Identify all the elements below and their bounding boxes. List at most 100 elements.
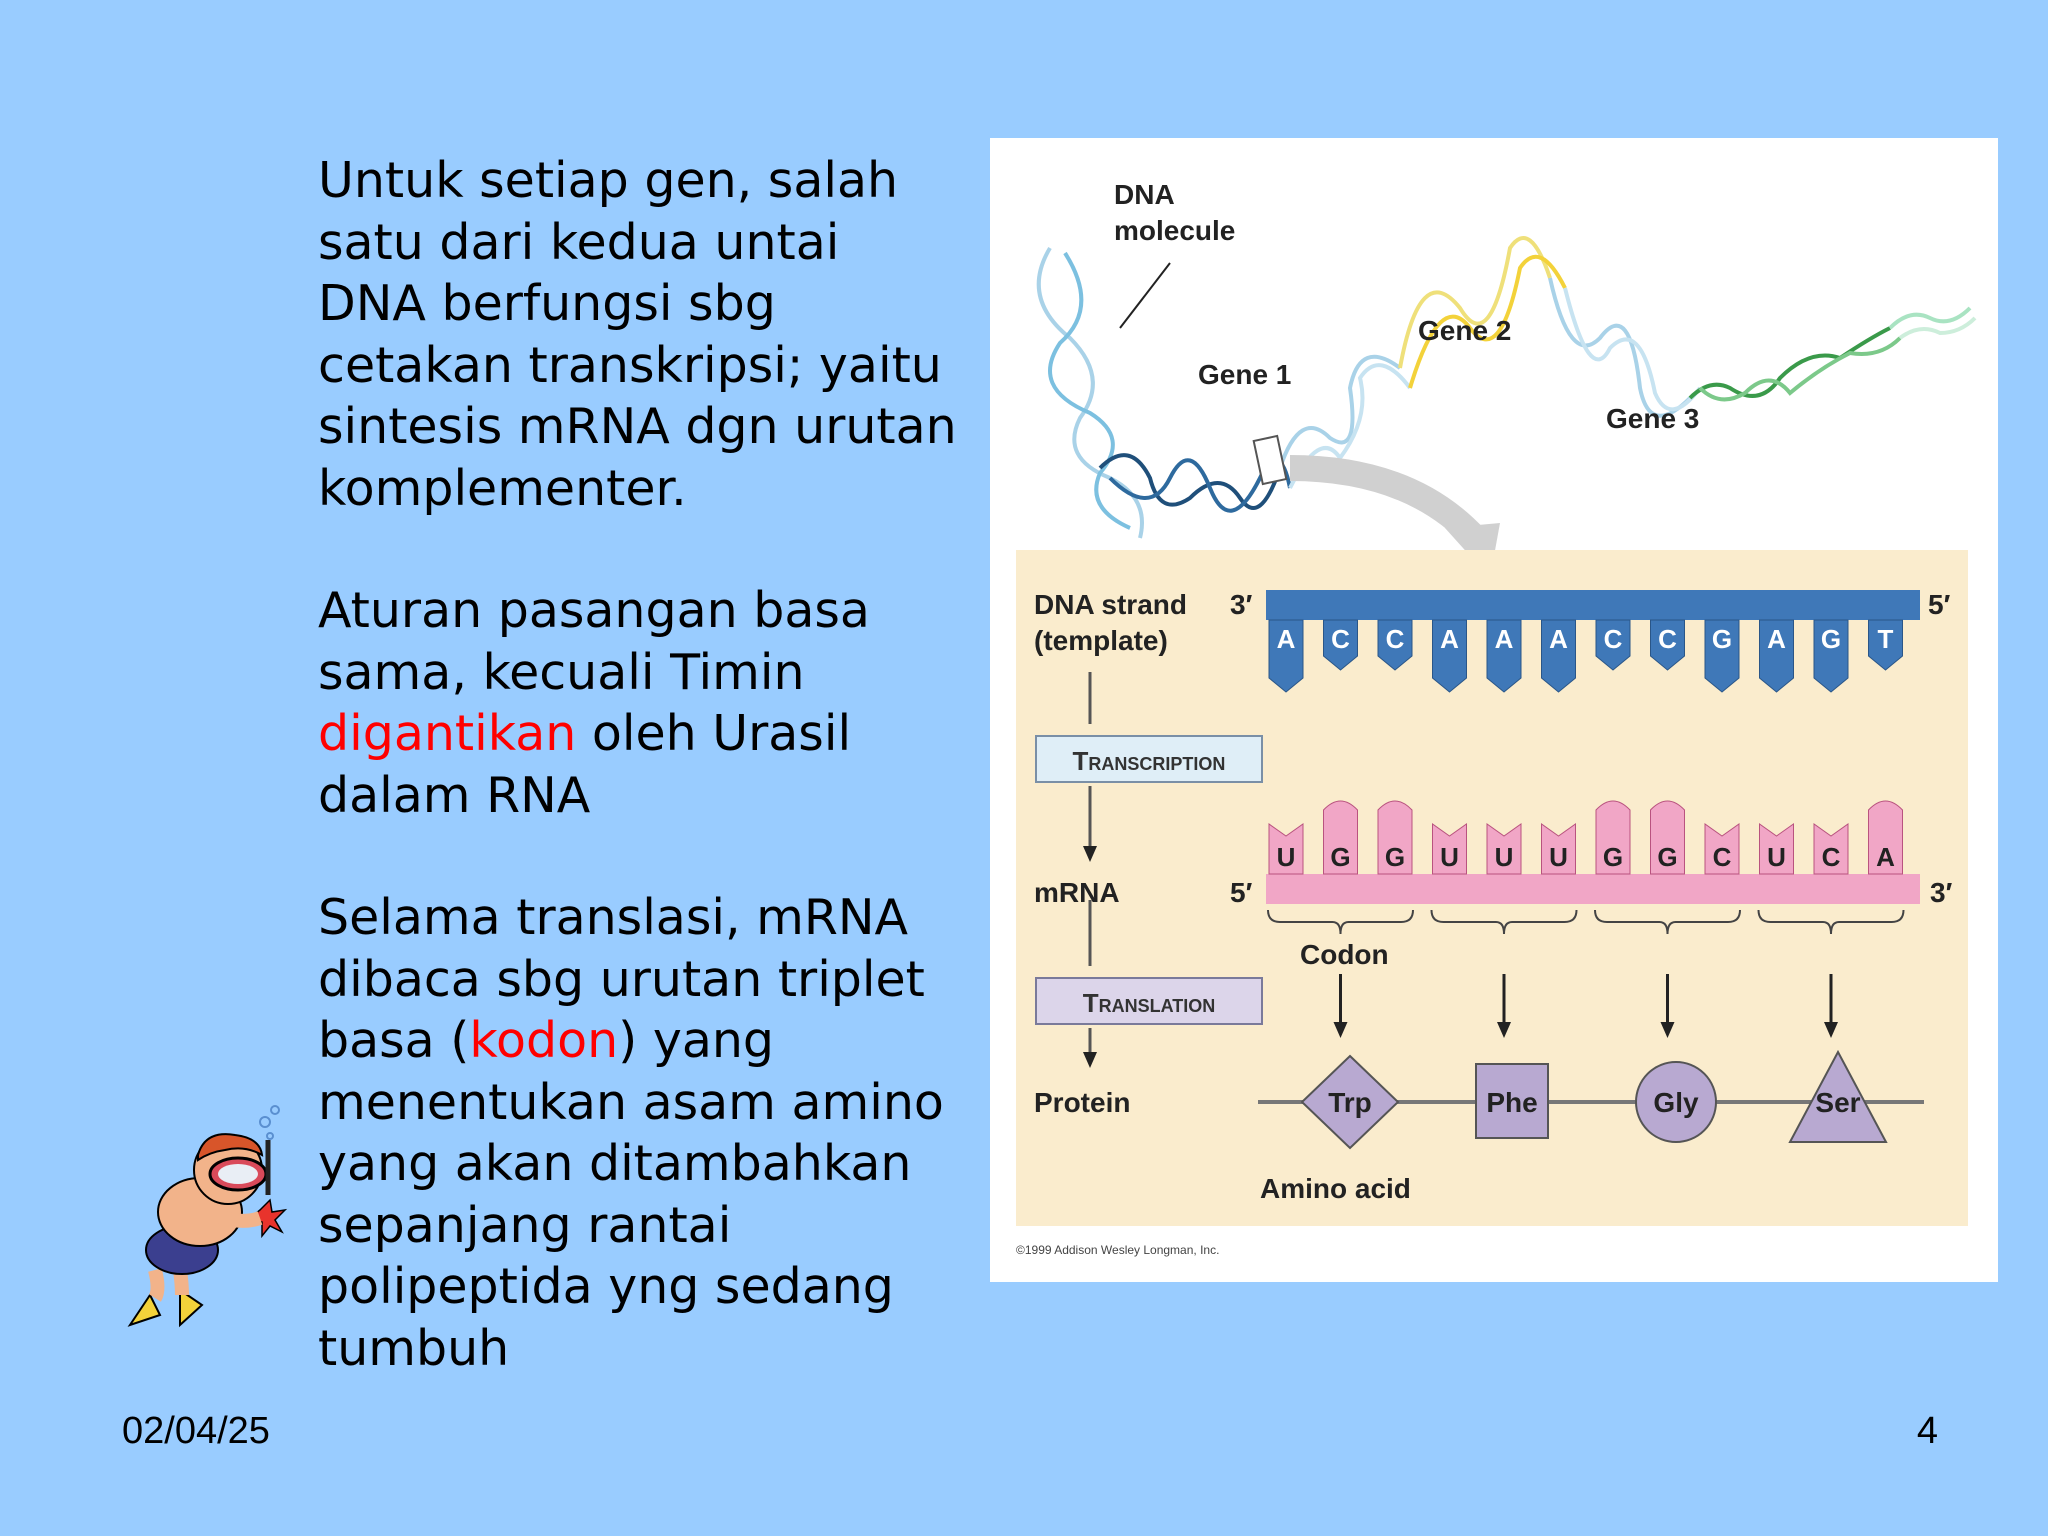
mrna-base-letter-8: C — [1713, 842, 1732, 872]
mrna-base-letter-6: G — [1603, 842, 1623, 872]
codon-arrowhead-2 — [1660, 1022, 1675, 1038]
mrna-base-letter-2: G — [1385, 842, 1405, 872]
flow-arrowhead-1 — [1083, 846, 1097, 862]
mrna-base-letter-10: C — [1822, 842, 1841, 872]
dna-base-10 — [1813, 619, 1849, 693]
paragraph-template-strand: Untuk setiap gen, salah satu dari kedua … — [318, 150, 958, 519]
gene-3-label: Gene 3 — [1606, 403, 1699, 434]
codon-marks — [1267, 909, 1905, 1038]
mrna-base-letter-11: A — [1876, 842, 1895, 872]
paragraph-3-text-a: Selama translasi, mRNA dibaca sbg urutan… — [318, 889, 925, 1069]
translation-box — [1035, 977, 1263, 1025]
mrna-base-9 — [1759, 823, 1794, 875]
dna-base-7 — [1650, 619, 1685, 671]
paragraph-2-text-b: oleh Urasil dalam RNA — [318, 705, 852, 824]
mrna-base-11 — [1868, 800, 1903, 875]
zoom-arrow — [1289, 455, 1485, 547]
figure-svg: DNA molecule Gene 1 Gene 2 Gene 3 A C C A A A… — [990, 138, 1998, 1282]
mrna-label: mRNA — [1034, 877, 1120, 908]
dna-base-0 — [1268, 619, 1304, 693]
mrna-base-letter-3: U — [1440, 842, 1459, 872]
codon-brace-2 — [1594, 909, 1741, 935]
codon-brace-3 — [1757, 909, 1905, 935]
mrna-base-3 — [1432, 823, 1467, 875]
mrna-base-4 — [1486, 823, 1522, 875]
mrna-base-1 — [1323, 800, 1358, 875]
dna-base-11 — [1868, 619, 1903, 671]
dna-base-letter-10: G — [1821, 624, 1841, 654]
dna-base-9 — [1759, 619, 1794, 693]
mrna-base-2 — [1377, 800, 1413, 875]
dna-base-2 — [1377, 619, 1413, 671]
diver-clipart-icon — [127, 1105, 288, 1328]
mrna-base-letter-5: U — [1549, 842, 1568, 872]
amino-phe-shape — [1475, 1063, 1549, 1139]
dna-base-letter-6: C — [1604, 624, 1623, 654]
mrna-5prime-label: 5′ — [1230, 877, 1253, 908]
dna-base-letter-7: C — [1658, 624, 1677, 654]
mrna-base-letter-0: U — [1277, 842, 1296, 872]
codon-brace-1 — [1430, 909, 1578, 935]
dna-base-1 — [1323, 619, 1358, 671]
footer-page-number: 4 — [1916, 1410, 1938, 1452]
amino-ser-label: Ser — [1815, 1087, 1860, 1118]
dna-molecule-label-1: DNA — [1114, 179, 1175, 210]
codon-label: Codon — [1300, 939, 1389, 970]
dna-base-5 — [1541, 619, 1576, 693]
dna-5prime-label: 5′ — [1928, 589, 1951, 620]
protein-label: Protein — [1034, 1087, 1130, 1118]
footer-date: 02/04/25 — [122, 1410, 270, 1452]
dna-base-letter-2: C — [1386, 624, 1405, 654]
mrna-base-letter-9: U — [1767, 842, 1786, 872]
amino-phe-label: Phe — [1486, 1087, 1537, 1118]
dna-base-letter-11: T — [1878, 624, 1894, 654]
transcription-translation-figure: DNA molecule Gene 1 Gene 2 Gene 3 A C C A A A… — [990, 138, 1998, 1282]
mrna-base-letter-4: U — [1495, 842, 1514, 872]
dna-base-letter-9: A — [1767, 624, 1786, 654]
highlight-kodon: kodon — [469, 1012, 619, 1069]
gene-1-label: Gene 1 — [1198, 359, 1291, 390]
gene-segment-box — [1252, 434, 1288, 486]
dna-strand-label-2: (template) — [1034, 625, 1168, 656]
dna-base-4 — [1486, 619, 1522, 693]
codon-arrowhead-0 — [1333, 1022, 1348, 1038]
codon-arrowhead-1 — [1497, 1022, 1511, 1038]
dna-base-letter-0: A — [1277, 624, 1296, 654]
mrna-base-10 — [1813, 823, 1849, 875]
copyright-notice: ©1999 Addison Wesley Longman, Inc. — [1016, 1243, 1219, 1257]
dna-template-backbone — [1266, 590, 1920, 620]
slide-body-text: Untuk setiap gen, salah satu dari kedua … — [318, 150, 958, 1440]
highlight-digantikan: digantikan — [318, 705, 577, 762]
amino-gly-shape — [1635, 1061, 1717, 1143]
dna-molecule-pointer — [1119, 262, 1171, 329]
dna-base-letter-8: G — [1712, 624, 1732, 654]
transcription-box — [1035, 735, 1263, 783]
gene-2-label: Gene 2 — [1418, 315, 1511, 346]
mrna-3prime-label: 3′ — [1930, 877, 1953, 908]
mrna-backbone — [1266, 874, 1920, 904]
dna-3prime-label: 3′ — [1230, 589, 1253, 620]
paragraph-3-text-b: ) yang menentukan asam amino yang akan d… — [318, 1012, 944, 1377]
mrna-base-7 — [1650, 800, 1685, 875]
mrna-base-8 — [1704, 823, 1740, 875]
dna-base-8 — [1704, 619, 1740, 693]
dna-base-letter-1: C — [1331, 624, 1350, 654]
paragraph-2-text-a: Aturan pasangan basa sama, kecuali Timin — [318, 582, 870, 701]
codon-brace-0 — [1267, 909, 1414, 935]
translation-label: Translation — [1083, 988, 1216, 1018]
codon-arrowhead-3 — [1824, 1022, 1838, 1038]
dna-helix — [1036, 236, 1977, 539]
paragraph-translation: Selama translasi, mRNA dibaca sbg urutan… — [318, 887, 958, 1379]
mrna-base-6 — [1595, 800, 1631, 875]
transcription-label: Transcription — [1073, 746, 1226, 776]
mrna-base-5 — [1541, 823, 1576, 875]
flow-arrowhead-2 — [1083, 1052, 1097, 1068]
dna-molecule-label-2: molecule — [1114, 215, 1235, 246]
dna-base-letter-3: A — [1440, 624, 1459, 654]
amino-ser-shape — [1788, 1049, 1888, 1143]
amino-acid-label: Amino acid — [1260, 1173, 1411, 1204]
amino-trp-shape — [1300, 1054, 1400, 1150]
mrna-base-letter-7: G — [1657, 842, 1677, 872]
